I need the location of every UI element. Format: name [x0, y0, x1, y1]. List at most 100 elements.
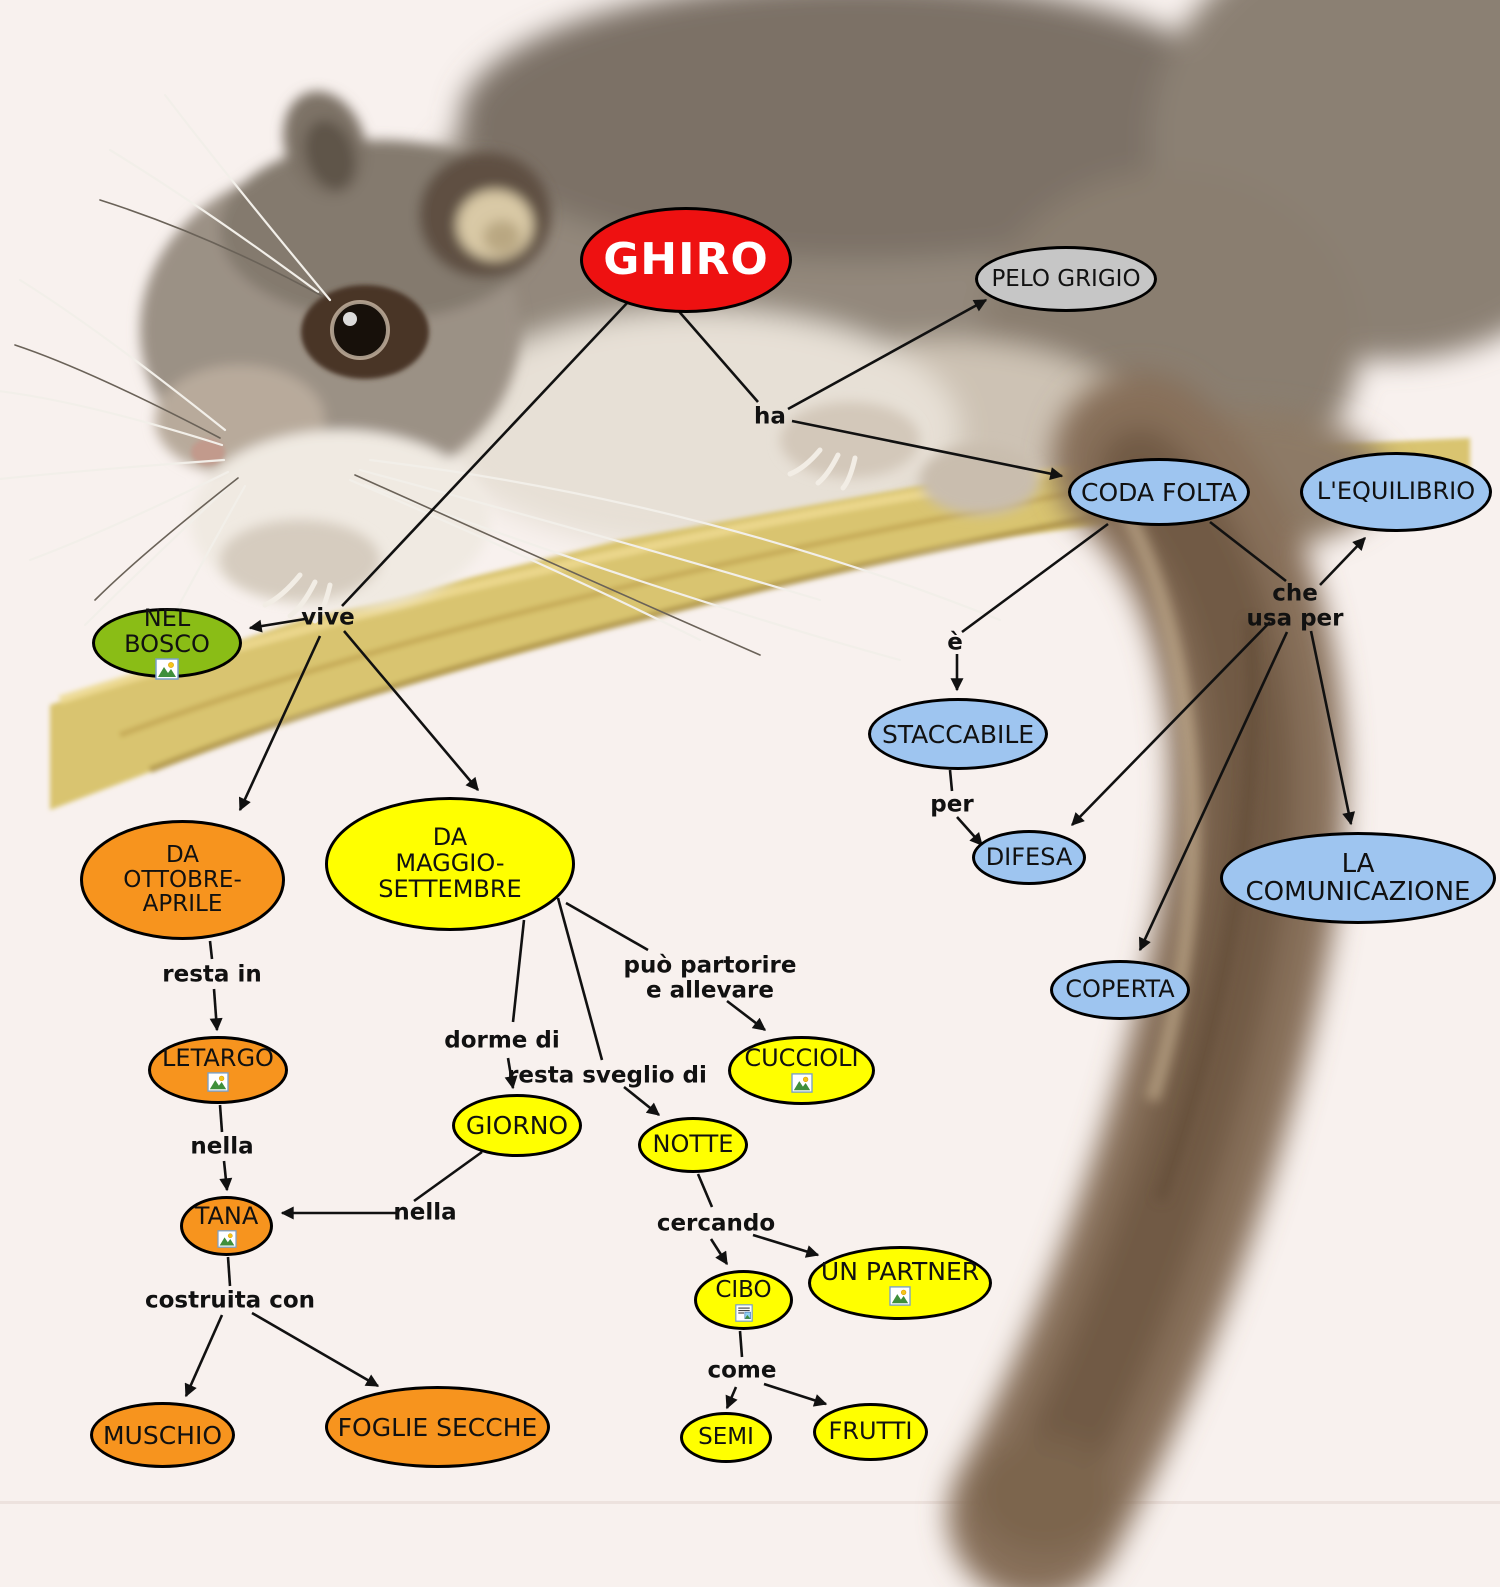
- link-label-per: per: [930, 791, 974, 818]
- document-icon[interactable]: [734, 1304, 754, 1322]
- picture-icon[interactable]: [889, 1286, 911, 1308]
- node-frutti[interactable]: FRUTTI: [813, 1403, 928, 1461]
- edge-cheusaper-coperta: [1138, 631, 1289, 952]
- node-giorno[interactable]: GIORNO: [452, 1094, 582, 1157]
- node-da-maggio-settembre[interactable]: DA MAGGIO-SETTEMBRE: [325, 797, 575, 931]
- edge-cercando-unpartner: [752, 1233, 820, 1258]
- link-label-nella-2: nella: [393, 1199, 457, 1226]
- link-label-cercando: cercando: [656, 1210, 776, 1237]
- picture-icon[interactable]: [207, 1072, 229, 1094]
- edge-restasveglio-notte: [623, 1085, 661, 1117]
- edge-cheusaper-difesa: [1071, 621, 1271, 826]
- edge-codafolta-e: [961, 522, 1109, 634]
- edge-cheusaper-equilibrio: [1319, 537, 1366, 586]
- node-muschio[interactable]: MUSCHIO: [90, 1402, 235, 1468]
- node-coda-folta[interactable]: CODA FOLTA: [1068, 458, 1250, 526]
- edge-ghiro-vive: [341, 301, 629, 607]
- edge-vive-nelbosco: [248, 617, 306, 633]
- edge-nella-tana: [219, 1160, 233, 1192]
- node-label: NOTTE: [652, 1130, 734, 1159]
- edge-cercando-cibo: [709, 1238, 729, 1266]
- node-label: CIBO: [715, 1277, 772, 1304]
- link-label-dorme-di: dorme di: [444, 1027, 560, 1054]
- node-label: NEL BOSCO: [124, 603, 210, 658]
- node-pelo-grigio[interactable]: PELO GRIGIO: [975, 246, 1157, 312]
- edge-vive-maggio: [343, 630, 479, 791]
- node-foglie-secche[interactable]: FOGLIE SECCHE: [325, 1386, 550, 1468]
- edge-costruitacon-fogliesecche: [251, 1311, 380, 1388]
- edge-per-difesa: [956, 816, 983, 846]
- picture-icon[interactable]: [216, 1230, 237, 1249]
- node-la-comunicazione[interactable]: LA COMUNICAZIONE: [1220, 832, 1496, 924]
- node-notte[interactable]: NOTTE: [638, 1117, 748, 1173]
- link-label-puo-partorire: può partorire e allevare: [623, 952, 797, 1004]
- node-cuccioli[interactable]: CUCCIOLI: [728, 1036, 875, 1105]
- node-label: DA MAGGIO-SETTEMBRE: [378, 823, 522, 903]
- edge-letargo-nella: [218, 1104, 224, 1133]
- node-label: FOGLIE SECCHE: [337, 1412, 538, 1442]
- link-label-e: è: [947, 629, 963, 656]
- link-label-resta-sveglio-di: resta sveglio di: [507, 1062, 707, 1089]
- node-label: CUCCIOLI: [744, 1044, 859, 1073]
- edge-costruitacon-muschio: [184, 1314, 224, 1398]
- dormouse-face: [191, 285, 1040, 624]
- node-coperta[interactable]: COPERTA: [1050, 960, 1190, 1020]
- edge-staccabile-per: [948, 769, 954, 792]
- edge-ghiro-ha: [675, 307, 759, 403]
- edge-come-frutti: [763, 1382, 828, 1407]
- node-cibo[interactable]: CIBO: [694, 1270, 793, 1330]
- node-label: FRUTTI: [828, 1417, 913, 1446]
- node-label: COPERTA: [1065, 975, 1175, 1004]
- picture-icon[interactable]: [155, 658, 179, 681]
- node-equilibrio[interactable]: L'EQUILIBRIO: [1300, 452, 1492, 532]
- link-label-che-usa-per: che usa per: [1246, 580, 1344, 632]
- link-label-come: come: [707, 1357, 777, 1384]
- node-label: CODA FOLTA: [1081, 477, 1237, 507]
- node-staccabile[interactable]: STACCABILE: [868, 698, 1048, 770]
- node-label: LA COMUNICAZIONE: [1245, 848, 1471, 907]
- picture-icon[interactable]: [790, 1073, 813, 1095]
- link-label-vive: vive: [301, 604, 355, 631]
- node-label: GHIRO: [603, 234, 769, 286]
- edge-dormedi-giorno: [504, 1057, 518, 1090]
- node-label: DA OTTOBRE-APRILE: [123, 841, 242, 918]
- node-letargo[interactable]: LETARGO: [148, 1036, 288, 1104]
- node-label: TANA: [194, 1201, 259, 1230]
- edge-codafolta-cheusaper: [1209, 520, 1287, 583]
- node-label: L'EQUILIBRIO: [1316, 477, 1476, 506]
- node-un-partner[interactable]: UN PARTNER: [808, 1246, 992, 1320]
- edge-ha-codafolta: [791, 419, 1064, 481]
- node-label: LETARGO: [162, 1043, 274, 1072]
- edge-puopartorire-cuccioli: [726, 999, 767, 1032]
- node-nel-bosco[interactable]: NEL BOSCO: [92, 603, 242, 681]
- link-label-nella-1: nella: [190, 1133, 254, 1160]
- node-semi[interactable]: SEMI: [680, 1412, 772, 1463]
- edge-maggio-puopartorire: [565, 901, 649, 952]
- node-da-ottobre-aprile[interactable]: DA OTTOBRE-APRILE: [80, 820, 285, 940]
- node-label: UN PARTNER: [820, 1257, 980, 1286]
- paper-edge-line: [0, 1501, 1500, 1504]
- edge-giorno-nella: [413, 1150, 483, 1203]
- node-tana[interactable]: TANA: [180, 1196, 273, 1256]
- link-label-ha: ha: [754, 403, 786, 430]
- edge-ha-pelogrigio: [787, 298, 988, 411]
- node-label: MUSCHIO: [102, 1420, 223, 1450]
- edges: [184, 298, 1366, 1410]
- node-label: PELO GRIGIO: [991, 265, 1141, 292]
- edge-restain-letargo: [209, 988, 223, 1032]
- edge-maggio-restasveglio: [556, 897, 604, 1061]
- node-ghiro[interactable]: GHIRO: [580, 207, 792, 313]
- edge-vive-ottobre: [238, 635, 322, 812]
- node-label: DIFESA: [985, 842, 1073, 871]
- edge-maggio-dormedi: [511, 919, 526, 1023]
- edge-notte-cercando: [696, 1173, 714, 1208]
- edge-cibo-come: [738, 1330, 744, 1358]
- node-label: GIORNO: [465, 1111, 569, 1140]
- node-label: STACCABILE: [881, 719, 1035, 749]
- node-difesa[interactable]: DIFESA: [972, 830, 1086, 885]
- link-label-costruita-con: costruita con: [144, 1287, 316, 1314]
- edge-come-semi: [725, 1386, 738, 1410]
- link-label-resta-in: resta in: [162, 961, 262, 988]
